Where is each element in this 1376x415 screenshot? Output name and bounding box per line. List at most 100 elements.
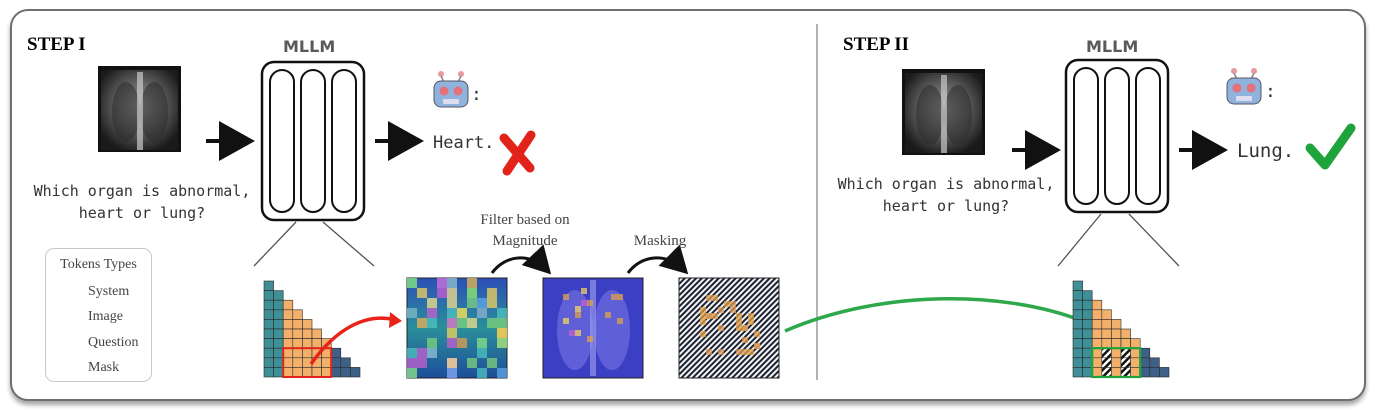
heatmap-cell [447, 308, 457, 318]
image-token [311, 328, 322, 339]
heatmap-cell [587, 336, 593, 342]
system-token [1082, 309, 1093, 320]
heatmap-cell [748, 313, 754, 319]
heatmap-cell [467, 278, 477, 288]
image-token [292, 319, 303, 330]
image-token [1130, 357, 1141, 368]
system-token [1072, 338, 1083, 349]
heatmap-cell [447, 318, 457, 328]
heatmap-cell [497, 368, 507, 378]
heatmap-cell [457, 318, 467, 328]
step-two-title: STEP II [843, 34, 910, 55]
heatmap-cell [736, 313, 742, 319]
mask-token [1120, 357, 1131, 368]
image-token [1111, 328, 1122, 339]
heatmap-cell [417, 318, 427, 328]
system-token [1082, 319, 1093, 330]
image-token [302, 347, 313, 359]
system-token [273, 290, 284, 301]
image-token [292, 357, 303, 368]
mllm-label-2: MLLM [1086, 37, 1139, 56]
image-token [1101, 328, 1112, 339]
question-text-2: Which organ is abnormal, heart or lung? [826, 173, 1066, 217]
image-token [311, 367, 322, 378]
question-token [1139, 347, 1151, 359]
image-token [1101, 338, 1112, 349]
image-token [1111, 367, 1122, 378]
robot-icon-2 [1226, 68, 1262, 105]
mask-token [1120, 347, 1131, 359]
system-token [1082, 357, 1093, 368]
image-token [302, 319, 313, 330]
system-token [263, 357, 274, 368]
heatmap-cell [742, 337, 748, 343]
heatmap-cell [487, 318, 497, 328]
heatmap-cell [730, 301, 736, 307]
system-token [1072, 290, 1083, 301]
heatmap-cell [447, 368, 457, 378]
image-token [1091, 328, 1103, 339]
question-token [1149, 367, 1160, 378]
image-token [1130, 367, 1141, 378]
heatmap-cell [427, 298, 437, 308]
heatmap-cell [581, 288, 587, 294]
question-token [330, 367, 342, 378]
mask-token [1101, 367, 1112, 378]
mask-token [1101, 347, 1112, 359]
question-token [350, 367, 361, 378]
heatmap-cell [467, 288, 477, 298]
heatmap-cell [447, 338, 457, 348]
heatmap-cell [742, 325, 748, 331]
heatmap-cell [487, 288, 497, 298]
image-token [1111, 357, 1122, 368]
image-token [1101, 319, 1112, 330]
legend-item-question: Question [88, 335, 139, 350]
mask-token [1101, 357, 1112, 368]
system-token [273, 328, 284, 339]
system-token [273, 338, 284, 349]
heatmap-cell [617, 318, 623, 324]
heatmap-cell [742, 349, 748, 355]
heatmap-cell [427, 338, 437, 348]
token-attention-grid-masked [1072, 280, 1170, 379]
image-token [1091, 367, 1103, 378]
selected-region-highlight [1091, 347, 1142, 379]
image-token [302, 328, 313, 339]
heatmap-cell [611, 294, 617, 300]
system-token [1072, 299, 1083, 311]
image-token [292, 309, 303, 320]
selected-region-highlight [282, 347, 333, 379]
heatmap-cell [748, 319, 754, 325]
heatmap-cell [575, 312, 581, 318]
image-token [282, 367, 294, 378]
answer-text-2: Lung. [1237, 140, 1295, 162]
heatmap-cell [477, 308, 487, 318]
heatmap-cell [457, 338, 467, 348]
heatmap-cell [447, 358, 457, 368]
speaker-colon: : [471, 84, 482, 105]
heatmap-cell [407, 308, 417, 318]
question-text: Which organ is abnormal, heart or lung? [22, 180, 262, 224]
heatmap-cell [736, 319, 742, 325]
heatmap-cell [477, 348, 487, 358]
question-token [1159, 367, 1170, 378]
system-token [263, 367, 274, 378]
image-token [292, 367, 303, 378]
question-token [340, 357, 351, 368]
heatmap-cell [617, 294, 623, 300]
system-token [273, 319, 284, 330]
system-token [263, 347, 274, 359]
heatmap-cell [407, 348, 417, 358]
system-token [1072, 347, 1083, 359]
heatmap-cell [700, 319, 706, 325]
heatmap-cell [447, 298, 457, 308]
chest-xray-image [98, 66, 181, 152]
mllm-block [260, 60, 366, 222]
legend-title: Tokens Types [60, 257, 137, 272]
question-token [1139, 357, 1151, 368]
legend-item-image: Image [88, 309, 123, 324]
heatmap-cell [457, 308, 467, 318]
heatmap-cell [497, 338, 507, 348]
heatmap-cell [417, 348, 427, 358]
image-token [282, 347, 294, 359]
